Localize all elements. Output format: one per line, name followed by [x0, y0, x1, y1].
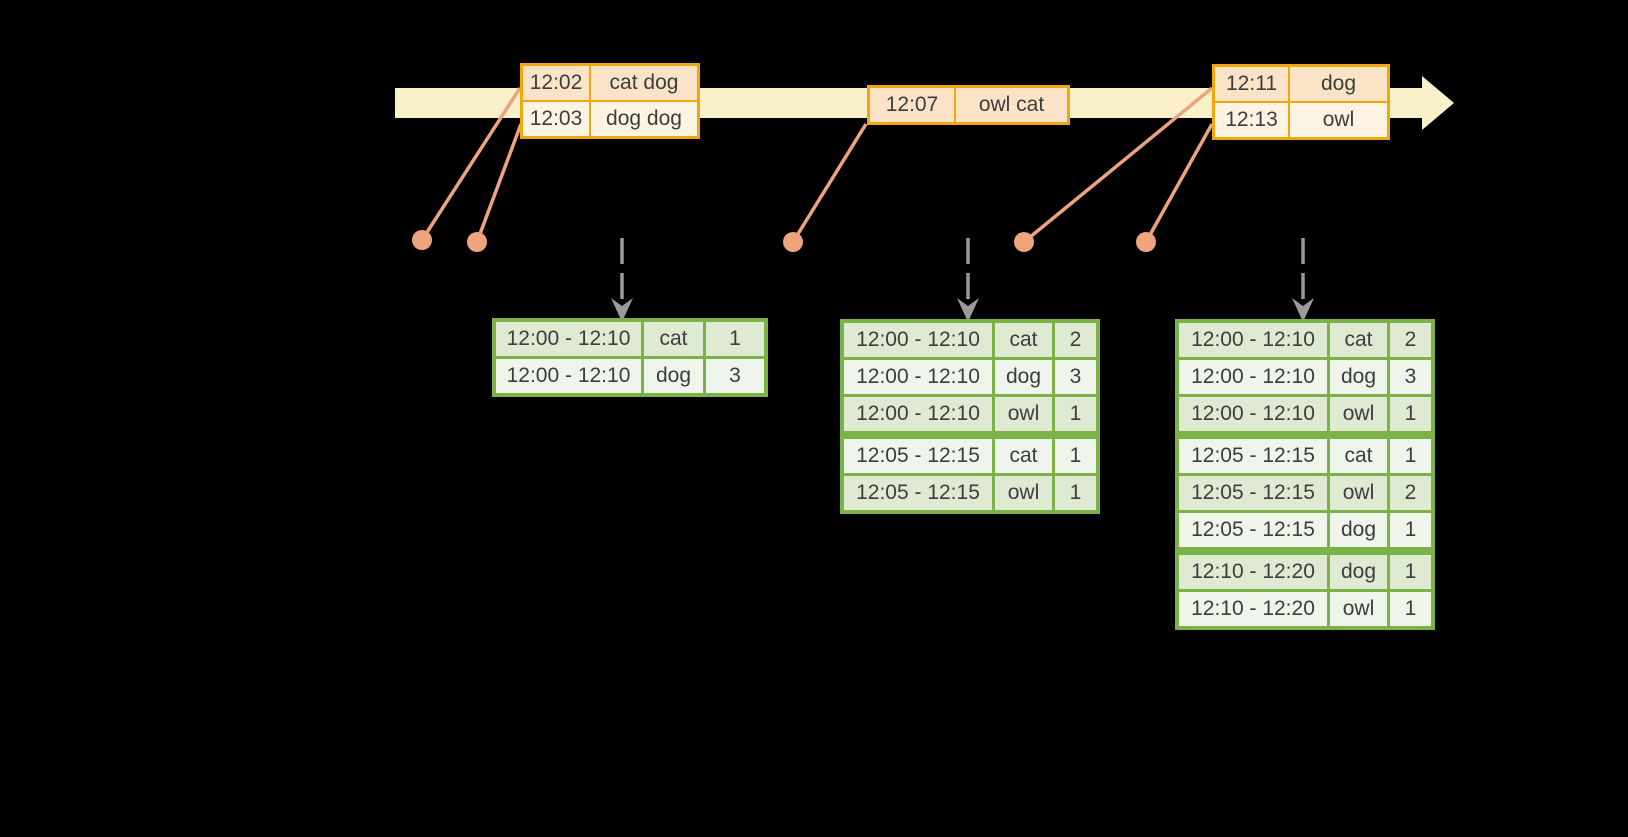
word-cell: dog	[1330, 513, 1387, 547]
event-connector-line	[1144, 123, 1214, 243]
result-row: 12:00 - 12:10 dog 3	[496, 359, 764, 393]
count-cell: 3	[706, 359, 764, 393]
count-cell: 1	[1390, 439, 1431, 473]
event-dots	[412, 230, 1156, 252]
event-dot	[1014, 232, 1034, 252]
count-cell: 1	[706, 322, 764, 356]
count-cell: 1	[1390, 555, 1431, 589]
event-connector-line	[791, 123, 868, 243]
event-connector-line	[420, 87, 522, 241]
result-row: 12:00 - 12:10 dog 3	[1179, 360, 1431, 394]
window-cell: 12:00 - 12:10	[1179, 323, 1327, 357]
event-dot	[1136, 232, 1156, 252]
event-words-cell: owl cat	[956, 88, 1067, 122]
window-cell: 12:00 - 12:10	[496, 359, 641, 393]
event-words-cell: dog dog	[591, 102, 697, 136]
event-time-cell: 12:03	[523, 102, 589, 136]
result-table-2: 12:00 - 12:10 cat 2 12:00 - 12:10 dog 3 …	[840, 319, 1100, 514]
count-cell: 1	[1055, 476, 1096, 510]
word-cell: dog	[1330, 555, 1387, 589]
event-time-cell: 12:13	[1215, 103, 1288, 137]
count-cell: 3	[1390, 360, 1431, 394]
window-cell: 12:00 - 12:10	[844, 323, 992, 357]
window-cell: 12:00 - 12:10	[496, 322, 641, 356]
window-group-separator	[844, 434, 1096, 436]
count-cell: 1	[1055, 439, 1096, 473]
count-cell: 2	[1390, 476, 1431, 510]
event-table-1202: 12:02 cat dog 12:03 dog dog	[520, 63, 700, 139]
count-cell: 3	[1055, 360, 1096, 394]
window-cell: 12:05 - 12:15	[1179, 439, 1327, 473]
window-cell: 12:10 - 12:20	[1179, 592, 1327, 626]
window-cell: 12:10 - 12:20	[1179, 555, 1327, 589]
window-cell: 12:05 - 12:15	[1179, 476, 1327, 510]
window-cell: 12:00 - 12:10	[844, 397, 992, 431]
result-row: 12:05 - 12:15 owl 1	[844, 476, 1096, 510]
word-cell: dog	[995, 360, 1052, 394]
result-row: 12:00 - 12:10 cat 1	[496, 322, 764, 356]
word-cell: owl	[1330, 476, 1387, 510]
count-cell: 1	[1390, 397, 1431, 431]
word-cell: cat	[995, 439, 1052, 473]
event-words-cell: cat dog	[591, 66, 697, 100]
word-cell: dog	[1330, 360, 1387, 394]
count-cell: 1	[1390, 592, 1431, 626]
word-cell: owl	[1330, 397, 1387, 431]
result-row: 12:05 - 12:15 cat 1	[844, 439, 1096, 473]
window-cell: 12:05 - 12:15	[844, 476, 992, 510]
event-dot	[783, 232, 803, 252]
word-cell: cat	[1330, 323, 1387, 357]
window-cell: 12:00 - 12:10	[1179, 360, 1327, 394]
result-row: 12:05 - 12:15 owl 2	[1179, 476, 1431, 510]
window-cell: 12:00 - 12:10	[1179, 397, 1327, 431]
word-cell: cat	[995, 323, 1052, 357]
event-time-cell: 12:07	[870, 88, 954, 122]
word-cell: owl	[995, 397, 1052, 431]
event-time-cell: 12:02	[523, 66, 589, 100]
result-row: 12:00 - 12:10 owl 1	[1179, 397, 1431, 431]
result-row: 12:10 - 12:20 dog 1	[1179, 555, 1431, 589]
trigger-arrowhead-icon	[611, 298, 633, 322]
event-words-cell: dog	[1290, 67, 1387, 101]
event-dot	[412, 230, 432, 250]
window-cell: 12:00 - 12:10	[844, 360, 992, 394]
word-cell: dog	[644, 359, 703, 393]
count-cell: 2	[1055, 323, 1096, 357]
word-cell: owl	[1330, 592, 1387, 626]
event-connector-lines	[420, 86, 1214, 244]
trigger-arrowhead-icon	[957, 298, 979, 322]
result-row: 12:00 - 12:10 owl 1	[844, 397, 1096, 431]
window-cell: 12:05 - 12:15	[844, 439, 992, 473]
trigger-arrowhead-icon	[1292, 298, 1314, 322]
window-cell: 12:05 - 12:15	[1179, 513, 1327, 547]
trigger-arrows	[611, 238, 1314, 322]
result-row: 12:05 - 12:15 cat 1	[1179, 439, 1431, 473]
window-group-separator	[1179, 550, 1431, 552]
result-row: 12:10 - 12:20 owl 1	[1179, 592, 1431, 626]
window-group-separator	[1179, 434, 1431, 436]
event-connector-line	[1022, 86, 1214, 244]
count-cell: 2	[1390, 323, 1431, 357]
event-table-1211: 12:11 dog 12:13 owl	[1212, 64, 1390, 140]
count-cell: 1	[1390, 513, 1431, 547]
result-row: 12:05 - 12:15 dog 1	[1179, 513, 1431, 547]
event-connector-line	[475, 123, 523, 243]
event-table-1207: 12:07 owl cat	[867, 85, 1070, 125]
result-row: 12:00 - 12:10 cat 2	[1179, 323, 1431, 357]
word-cell: cat	[1330, 439, 1387, 473]
word-cell: cat	[644, 322, 703, 356]
result-row: 12:00 - 12:10 cat 2	[844, 323, 1096, 357]
event-dot	[467, 232, 487, 252]
result-table-3: 12:00 - 12:10 cat 2 12:00 - 12:10 dog 3 …	[1175, 319, 1435, 630]
word-cell: owl	[995, 476, 1052, 510]
count-cell: 1	[1055, 397, 1096, 431]
result-table-1: 12:00 - 12:10 cat 1 12:00 - 12:10 dog 3	[492, 318, 768, 397]
timeline-arrowhead-icon	[1422, 76, 1454, 130]
result-row: 12:00 - 12:10 dog 3	[844, 360, 1096, 394]
event-time-cell: 12:11	[1215, 67, 1288, 101]
event-words-cell: owl	[1290, 103, 1387, 137]
